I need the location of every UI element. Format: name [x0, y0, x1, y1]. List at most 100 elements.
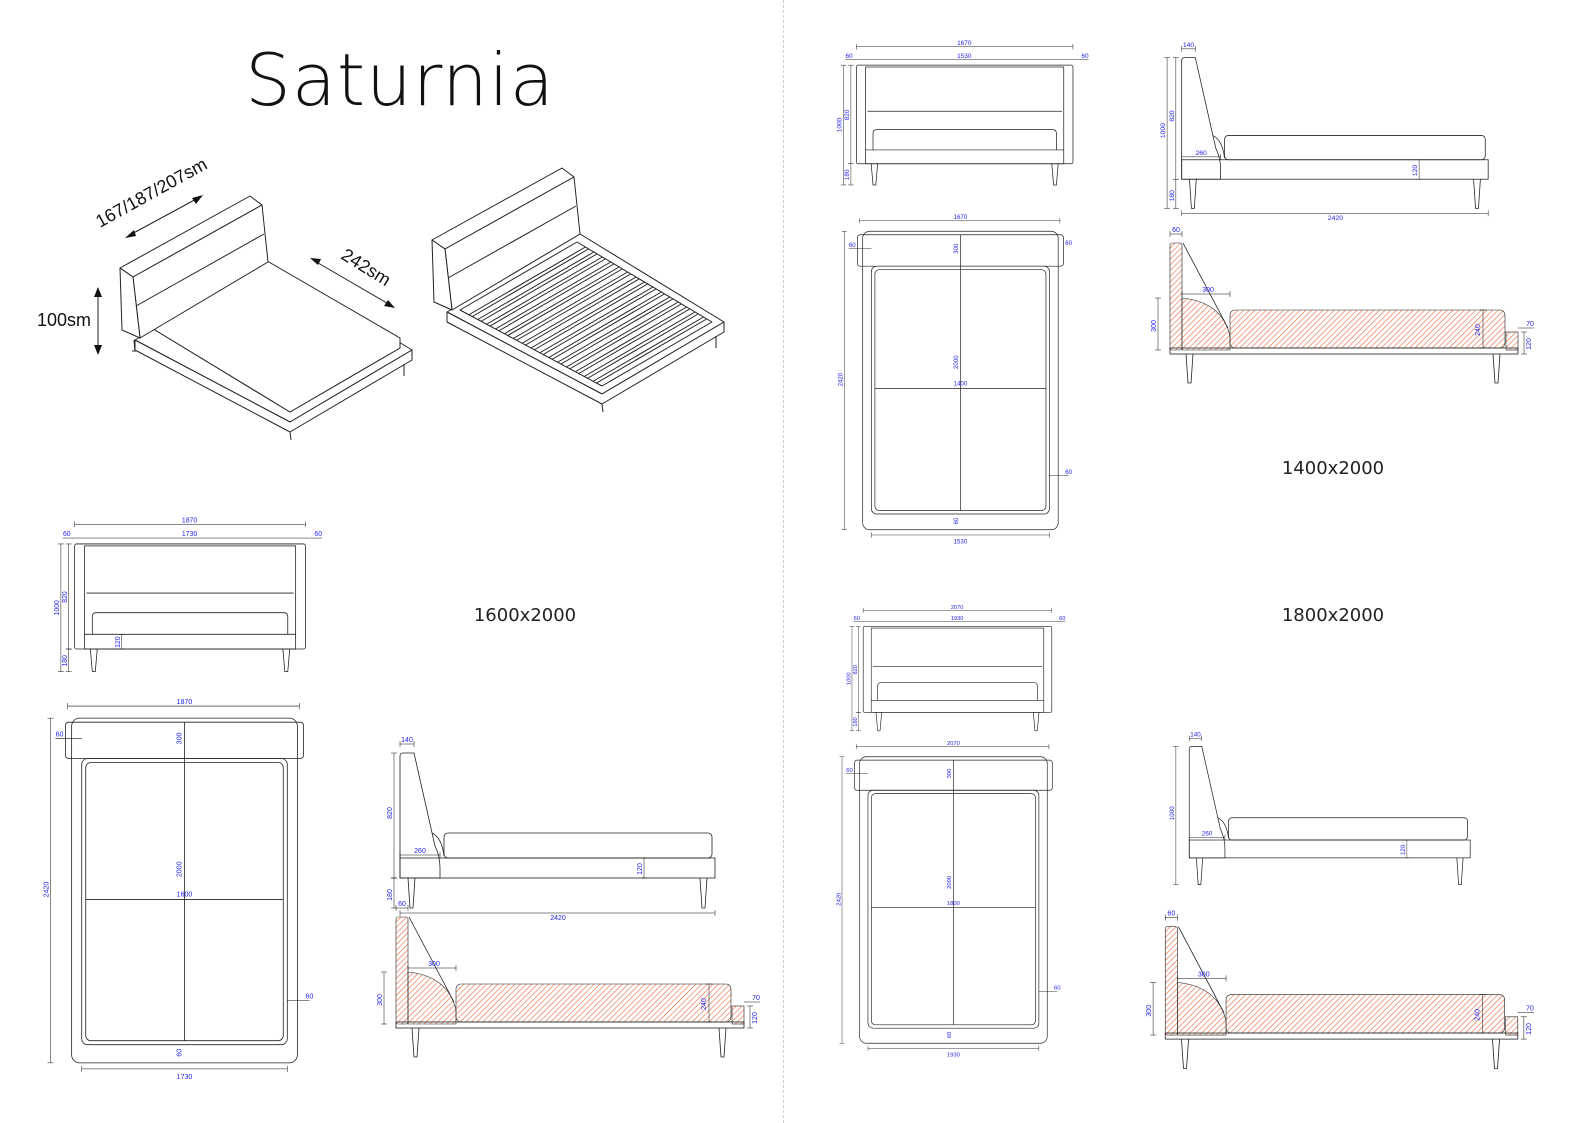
dimension-height: 1000: [1160, 123, 1167, 138]
iso-height-label: 100sm: [37, 310, 91, 330]
dimension-top: 140: [401, 737, 413, 744]
dimension-mattress_width: 1800: [947, 901, 961, 907]
bed-frame-slats-iso: [431, 167, 725, 413]
dimension-height: 1000: [837, 117, 844, 132]
dimension-inner: 1730: [182, 531, 197, 538]
arrow-icon: [192, 195, 203, 204]
arrow-icon: [384, 300, 395, 308]
dimension-mattress_width: 1600: [177, 892, 193, 899]
dimension-leg: 180: [387, 889, 394, 901]
dimension-base: 120: [1525, 1023, 1533, 1035]
dimension-leg: 180: [62, 655, 69, 667]
dimension-height: 1000: [1169, 806, 1176, 820]
dimension-side_right: 60: [1059, 616, 1065, 622]
dimension-inner_width: 1730: [177, 1074, 193, 1081]
dimension-pillow_depth: 300: [1202, 287, 1214, 294]
dimension-height: 1000: [846, 672, 852, 684]
arrow-icon: [125, 230, 136, 238]
dimension-depth: 260: [1202, 831, 1213, 838]
dimension-head_depth: 300: [953, 243, 960, 254]
dimension-length: 2420: [550, 915, 566, 922]
dimension-height: 1000: [54, 600, 61, 615]
dimension-top: 60: [1172, 227, 1180, 234]
dimension-side_left: 60: [854, 616, 860, 622]
section-view-1800x2000: 60 300 300 240 70 120: [1145, 910, 1534, 1069]
dimension-inner: 1930: [951, 616, 963, 622]
dimension-side_60: 60: [1065, 469, 1072, 476]
dimension-pillow_depth: 300: [428, 961, 440, 968]
dimension-base: 120: [1526, 338, 1533, 350]
dimension-side_right: 60: [314, 531, 322, 538]
dimension-depth: 260: [1195, 150, 1207, 157]
dimension-base: 120: [637, 863, 644, 875]
side-view-1600x2000: 140 820 260 120 180 2420: [387, 737, 716, 922]
dimension-pillow_height: 300: [1145, 1005, 1153, 1017]
size-label-1800: 1800x2000: [1281, 605, 1385, 626]
dimension-inner: 1530: [957, 53, 972, 60]
dimension-pillow_height: 300: [377, 994, 384, 1006]
dimension-headboard: 820: [387, 807, 394, 819]
arrow-icon: [94, 345, 102, 355]
dimension-overall: 1670: [954, 214, 968, 221]
size-label-1400: 1400x2000: [1281, 458, 1385, 479]
dimension-length: 2420: [43, 882, 50, 898]
dimension-mattress_width: 1400: [954, 381, 968, 388]
dimension-overall: 2070: [951, 605, 963, 611]
dimension-top: 60: [398, 901, 406, 908]
page-title: Saturnia: [245, 38, 555, 122]
dimension-length: 2420: [838, 372, 845, 386]
dimension-mattress_length: 2000: [953, 355, 960, 369]
dimension-top: 140: [1190, 732, 1201, 739]
dimension-side_right: 60: [1081, 53, 1089, 60]
dimension-headboard: 820: [844, 109, 851, 120]
dimension-leg: 180: [1169, 190, 1176, 202]
dimension-head_60: 60: [849, 242, 856, 249]
size-label-1600: 1600x2000: [473, 605, 577, 626]
dimension-side_60: 60: [1054, 986, 1061, 992]
dimension-leg: 180: [844, 169, 851, 180]
dimension-foot: 70: [1526, 321, 1534, 328]
dimension-overall: 1870: [177, 699, 193, 706]
dimension-head_depth: 300: [176, 732, 183, 744]
dimension-bottom_60: 60: [176, 1049, 183, 1057]
bed-with-mattress-iso: [119, 195, 413, 441]
iso-width-label: 167/187/207sm: [92, 154, 210, 232]
dimension-foot: 70: [1526, 1005, 1534, 1013]
dimension-overall: 2070: [947, 741, 961, 747]
dimension-side_left: 60: [63, 531, 71, 538]
dimension-mattress_length: 2000: [176, 861, 183, 877]
isometric-illustrations: 167/187/207sm 242sm 100sm: [37, 154, 725, 441]
dimension-top: 140: [1183, 42, 1195, 49]
dimension-headboard: 820: [62, 591, 69, 603]
page-divider: [783, 0, 784, 1123]
dimension-top: 60: [1167, 910, 1175, 918]
dimension-base: 120: [1412, 165, 1419, 177]
dimension-headboard: 820: [1169, 110, 1176, 122]
dimension-pillow_height: 300: [1151, 320, 1158, 332]
dimension-mattress: 240: [701, 998, 708, 1010]
dimension-inner_width: 1930: [947, 1053, 961, 1059]
dimension-bottom_60: 60: [947, 1031, 953, 1038]
dimension-mattress: 240: [1473, 1009, 1481, 1021]
dimension-overall: 1670: [957, 40, 972, 47]
dimension-head_60: 60: [846, 768, 853, 774]
dimension-leg: 180: [853, 717, 859, 726]
dimension-depth: 260: [414, 848, 426, 855]
dimension-base: 120: [115, 636, 122, 648]
dimension-inner_width: 1530: [954, 539, 968, 546]
dimension-foot: 70: [752, 995, 760, 1002]
arrow-icon: [94, 287, 102, 297]
dimension-head_60: 60: [56, 731, 64, 738]
dimension-length: 2420: [836, 892, 842, 906]
dimension-base: 120: [1400, 844, 1407, 855]
dimension-pillow_depth: 300: [1198, 970, 1210, 978]
iso-length-label: 242sm: [338, 244, 394, 290]
